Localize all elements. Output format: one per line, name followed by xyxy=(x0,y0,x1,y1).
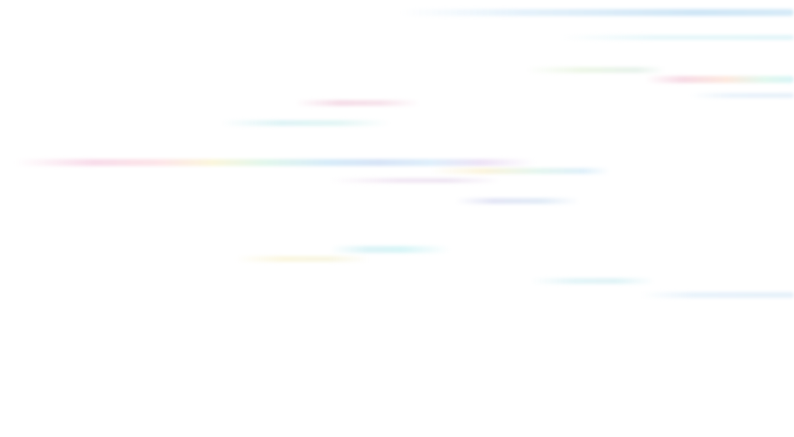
streak-10 xyxy=(330,178,500,183)
streak-5 xyxy=(690,93,794,98)
streak-2 xyxy=(560,35,794,40)
streak-9 xyxy=(430,168,610,174)
streak-11 xyxy=(455,198,580,204)
streak-8 xyxy=(15,159,535,166)
streak-7 xyxy=(220,120,390,126)
streak-12 xyxy=(330,246,450,253)
streak-1 xyxy=(400,9,794,16)
streak-4 xyxy=(645,76,794,83)
streak-3 xyxy=(525,67,665,73)
streak-15 xyxy=(640,292,794,298)
streak-14 xyxy=(530,278,655,284)
streak-13 xyxy=(235,256,370,262)
streak-6 xyxy=(295,100,420,106)
